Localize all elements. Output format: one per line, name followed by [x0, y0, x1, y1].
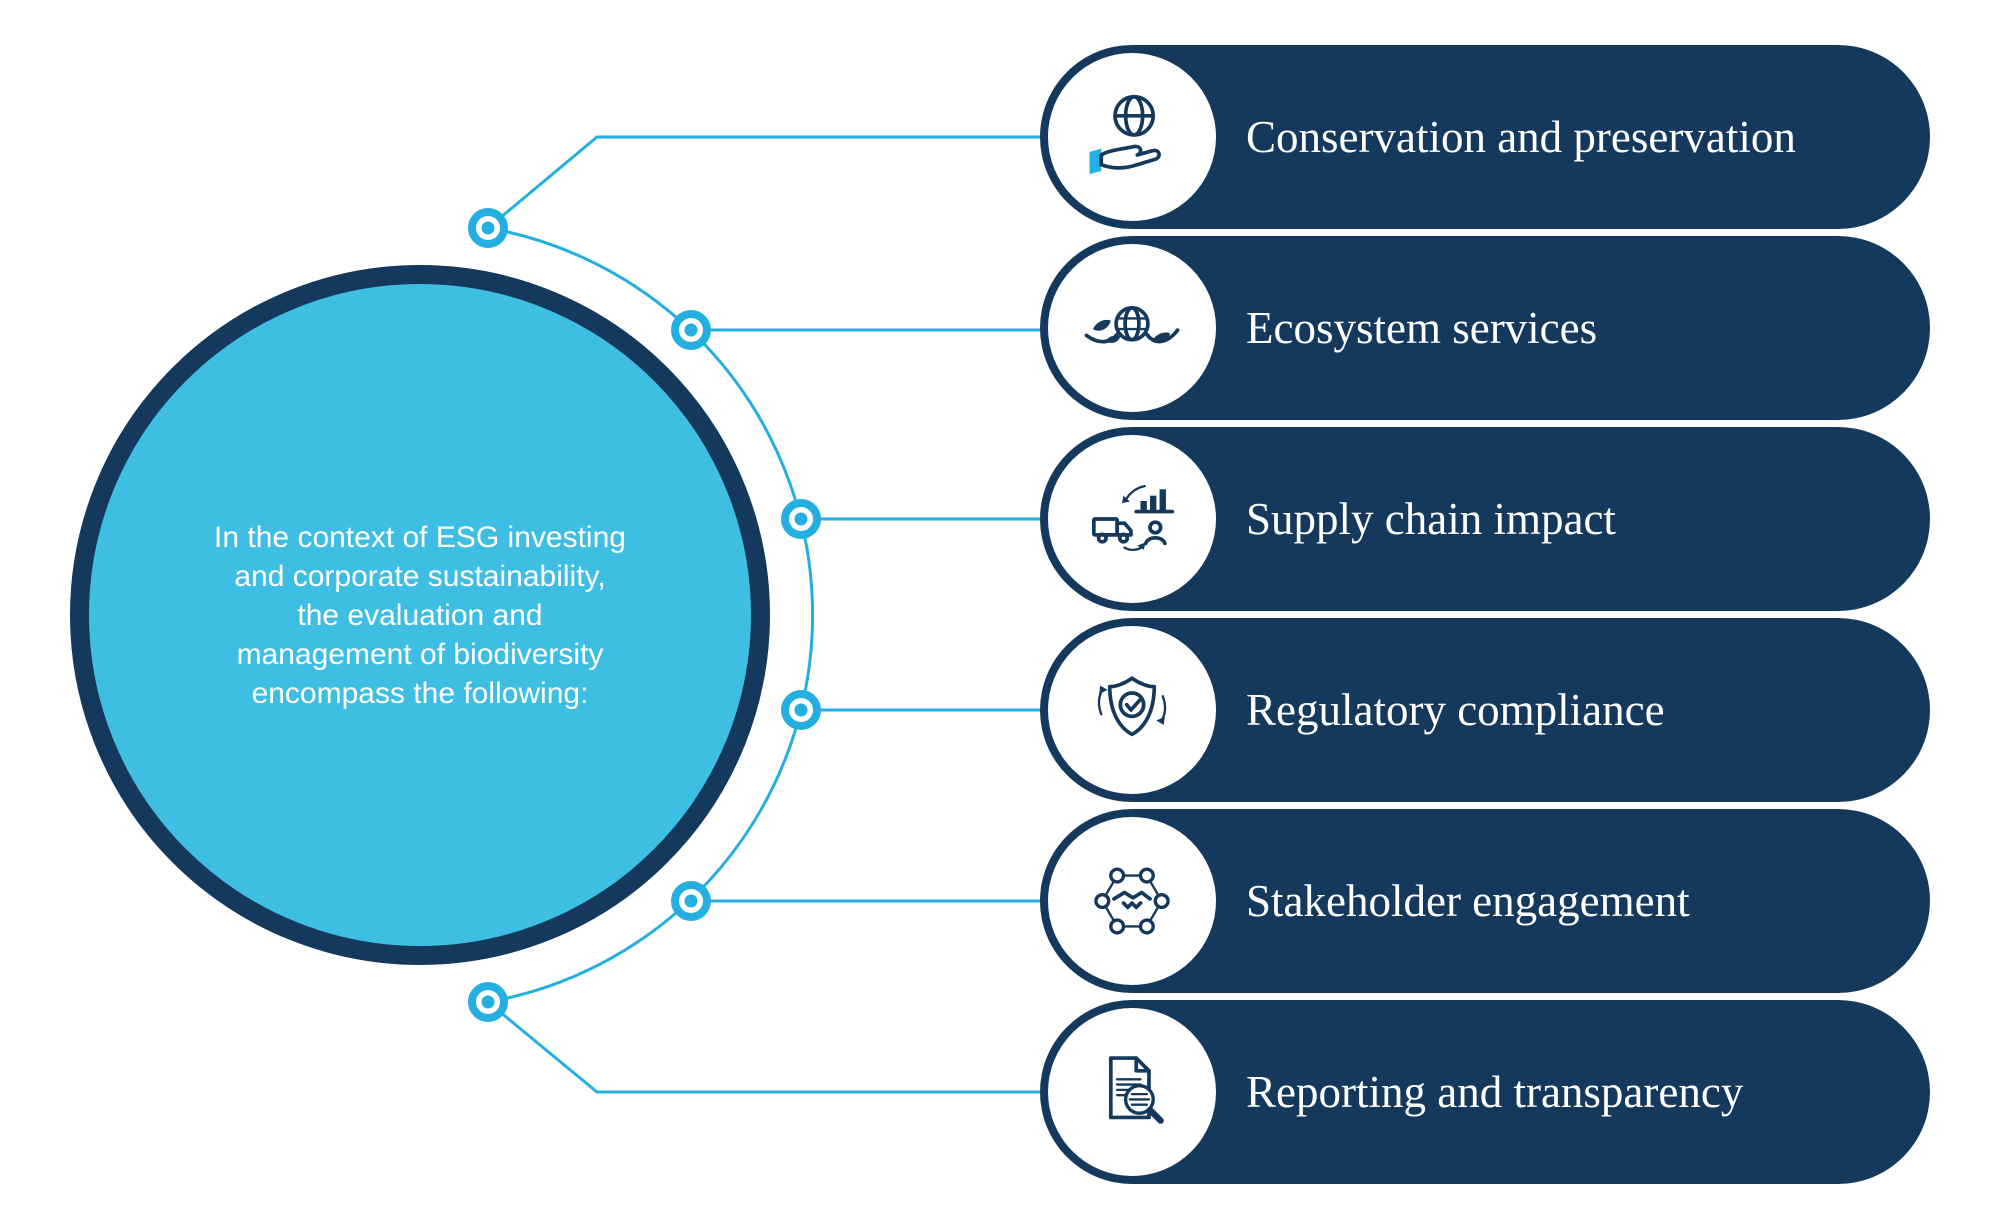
item-regulatory-compliance: Regulatory compliance	[1040, 618, 1930, 802]
shield-check-icon	[1097, 676, 1167, 737]
connector-arc	[487, 226, 815, 1004]
item-stakeholder-engagement: Stakeholder engagement	[1040, 809, 1930, 993]
connector-dot	[781, 499, 821, 539]
item-label: Ecosystem services	[1246, 303, 1598, 353]
center-text-line: the evaluation and	[297, 598, 543, 632]
item-conservation-and-preservation: Conservation and preservation	[1040, 45, 1930, 229]
item-ecosystem-services: Ecosystem services	[1040, 236, 1930, 420]
item-icon-circle	[1048, 53, 1216, 221]
center-text-line: and corporate sustainability,	[234, 559, 606, 593]
item-supply-chain-impact: Supply chain impact	[1040, 427, 1930, 611]
center-text: In the context of ESG investing and corp…	[140, 518, 700, 713]
item-label: Stakeholder engagement	[1246, 876, 1690, 926]
connector-line-1	[487, 135, 1100, 230]
connector-dot	[671, 881, 711, 921]
connector-dot	[468, 208, 508, 248]
item-icon-circle	[1048, 435, 1216, 603]
item-icon-circle	[1048, 626, 1216, 794]
item-reporting-and-transparency: Reporting and transparency	[1040, 1000, 1930, 1184]
globe-leaves-icon	[1084, 306, 1180, 344]
center-text-line: In the context of ESG investing	[214, 520, 626, 554]
globe-in-hand-icon	[1089, 94, 1161, 175]
handshake-network-icon	[1094, 867, 1170, 935]
item-label: Supply chain impact	[1246, 494, 1616, 544]
connector-line-6	[487, 1000, 1100, 1094]
item-label: Regulatory compliance	[1246, 685, 1665, 735]
supply-chain-icon	[1091, 484, 1175, 552]
connector-dot	[781, 690, 821, 730]
item-icon-circle	[1048, 817, 1216, 985]
item-icon-circle	[1048, 244, 1216, 412]
connector-dot	[671, 310, 711, 350]
center-text-line: encompass the following:	[251, 676, 589, 710]
connector-dot	[468, 982, 508, 1022]
center-text-line: management of biodiversity	[236, 637, 604, 671]
item-label: Reporting and transparency	[1246, 1067, 1744, 1117]
document-magnifier-icon	[1108, 1056, 1164, 1124]
item-icon-circle	[1048, 1008, 1216, 1176]
item-label: Conservation and preservation	[1246, 112, 1796, 162]
center-circle: In the context of ESG investing and corp…	[70, 265, 770, 965]
